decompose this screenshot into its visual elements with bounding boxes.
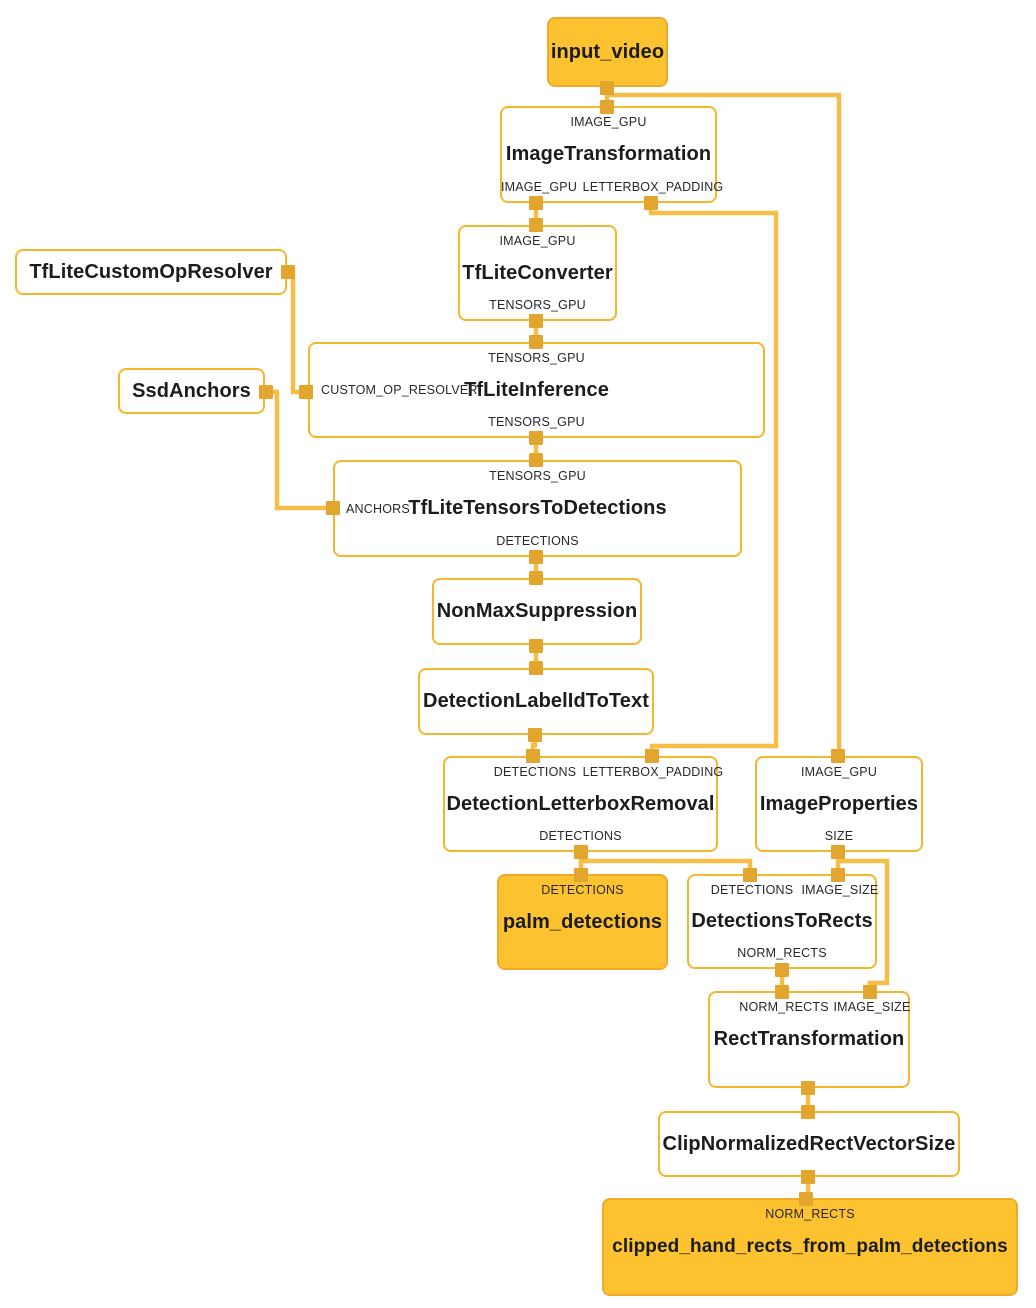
port-label-out-tensors-gpu: TENSORS_GPU — [488, 415, 585, 429]
node-title: ImageTransformation — [505, 143, 712, 165]
node-tflite-custom-op-resolver[interactable]: TfLiteCustomOpResolver — [15, 249, 287, 295]
node-title: ClipNormalizedRectVectorSize — [662, 1132, 956, 1155]
node-image-transformation[interactable]: IMAGE_GPU ImageTransformation IMAGE_GPU … — [500, 106, 723, 203]
node-non-max-suppression[interactable]: NonMaxSuppression — [432, 578, 642, 645]
node-title: TfLiteCustomOpResolver — [29, 260, 273, 283]
node-title: DetectionLabelIdToText — [423, 690, 649, 712]
port-label-out-norm-rects: NORM_RECTS — [737, 946, 827, 960]
port-label-in-tensors-gpu: TENSORS_GPU — [489, 469, 586, 483]
node-rect-transformation[interactable]: NORM_RECTS IMAGE_SIZE RectTransformation — [708, 991, 910, 1088]
node-title: TfLiteTensorsToDetections — [408, 497, 667, 519]
node-detection-label-id-to-text[interactable]: DetectionLabelIdToText — [418, 668, 654, 735]
node-title: clipped_hand_rects_from_palm_detections — [612, 1236, 1008, 1257]
port-label-in-custom-op-resolver: CUSTOM_OP_RESOLVER — [321, 383, 478, 397]
node-tflite-tensors-to-detections[interactable]: TENSORS_GPU ANCHORS TfLiteTensorsToDetec… — [333, 460, 742, 557]
port-label-out-detections: DETECTIONS — [496, 534, 579, 548]
port-label-in-detections: DETECTIONS — [493, 765, 577, 779]
port-label-out-detections: DETECTIONS — [539, 829, 622, 843]
port-label-in-detections: DETECTIONS — [710, 883, 794, 897]
node-title: TfLiteConverter — [462, 261, 613, 284]
node-title: NonMaxSuppression — [436, 600, 638, 622]
node-title: palm_detections — [502, 910, 663, 933]
node-title: DetectionLetterboxRemoval — [446, 792, 715, 815]
port-label-out-size: SIZE — [824, 829, 854, 843]
port-label-in-norm-rects: NORM_RECTS — [739, 1000, 829, 1014]
node-title: DetectionsToRects — [691, 910, 873, 932]
port-label-in-detections: DETECTIONS — [541, 883, 624, 897]
node-clipped-hand-rects-from-palm-detections[interactable]: NORM_RECTS clipped_hand_rects_from_palm_… — [602, 1198, 1018, 1296]
edge-detectionletterboxremoval-detectionstorects — [581, 858, 753, 875]
port-label-in-image-gpu: IMAGE_GPU — [499, 234, 576, 248]
edge-detectionlabelidtotext-detectionletterboxremoval — [530, 735, 538, 756]
edge-tflitecustomopresolver-tfliteinference — [288, 269, 306, 395]
port-label-in-tensors-gpu: TENSORS_GPU — [488, 351, 585, 365]
port-label-in-anchors: ANCHORS — [346, 501, 410, 516]
port-label-in-image-gpu: IMAGE_GPU — [570, 115, 647, 129]
node-title: RectTransformation — [713, 1028, 905, 1050]
node-detection-letterbox-removal[interactable]: DETECTIONS LETTERBOX_PADDING DetectionLe… — [443, 756, 723, 852]
node-title: ImageProperties — [759, 792, 919, 815]
node-image-properties[interactable]: IMAGE_GPU ImageProperties SIZE — [755, 756, 923, 852]
port-label-in-letterbox-padding: LETTERBOX_PADDING — [582, 765, 724, 779]
node-detections-to-rects[interactable]: DETECTIONS IMAGE_SIZE DetectionsToRects … — [687, 874, 879, 969]
node-tflite-converter[interactable]: IMAGE_GPU TfLiteConverter TENSORS_GPU — [458, 225, 617, 321]
node-ssd-anchors[interactable]: SsdAnchors — [118, 368, 265, 414]
port-label-out-letterbox-padding: LETTERBOX_PADDING — [582, 180, 724, 194]
node-title: SsdAnchors — [132, 379, 251, 402]
node-tflite-inference[interactable]: TENSORS_GPU CUSTOM_OP_RESOLVER TfLiteInf… — [308, 342, 765, 438]
port-label-in-image-size: IMAGE_SIZE — [801, 883, 879, 897]
port-label-in-image-gpu: IMAGE_GPU — [800, 765, 878, 779]
port-label-in-norm-rects: NORM_RECTS — [765, 1207, 855, 1221]
port-label-out-tensors-gpu: TENSORS_GPU — [489, 298, 586, 312]
node-palm-detections[interactable]: DETECTIONS palm_detections — [497, 874, 668, 970]
node-input-video[interactable]: input_video — [547, 17, 668, 87]
port-label-out-image-gpu: IMAGE_GPU — [500, 180, 578, 194]
node-title: input_video — [550, 40, 665, 63]
node-title: TfLiteInference — [464, 378, 609, 401]
node-clip-normalized-rect-vector-size[interactable]: ClipNormalizedRectVectorSize — [658, 1111, 960, 1177]
port-label-in-image-size: IMAGE_SIZE — [833, 1000, 911, 1014]
